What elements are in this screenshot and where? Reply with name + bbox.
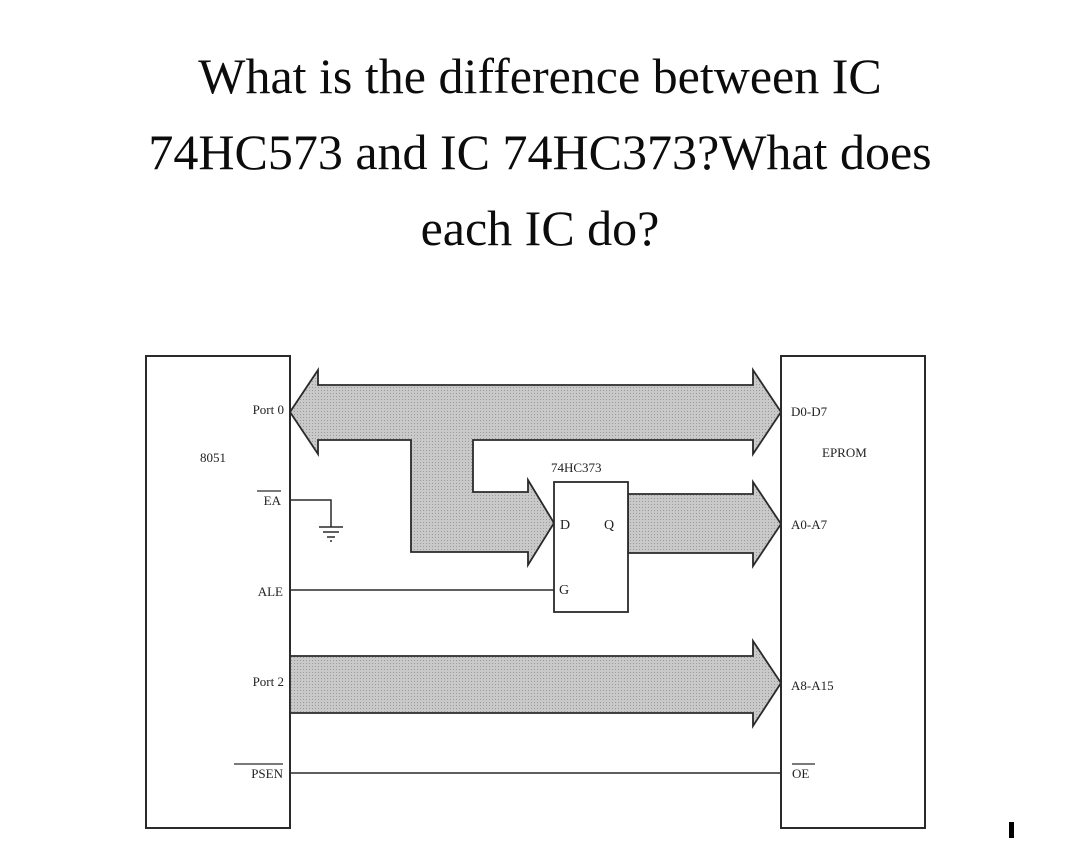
address-high-bus-arrow: [289, 638, 783, 730]
eprom-addr-high-label: A8-A15: [791, 678, 834, 693]
ground-icon: [319, 526, 343, 542]
eprom-oe-label: OE: [792, 766, 809, 781]
mcu-ale-label: ALE: [258, 584, 283, 599]
question-line-2: 74HC573 and IC 74HC373?What does: [148, 124, 932, 180]
text-cursor-icon: [1009, 822, 1014, 838]
ea-ground-wire: [290, 499, 332, 527]
question-line-3: each IC do?: [420, 200, 660, 256]
mcu-psen-label: PSEN: [251, 766, 283, 781]
latch-74hc373-block: [553, 481, 629, 613]
latch-g-label: G: [559, 583, 569, 598]
question-text: What is the difference between IC 74HC57…: [40, 38, 1040, 266]
latch-q-label: Q: [604, 518, 614, 533]
latch-name-label: 74HC373: [551, 460, 602, 475]
question-line-1: What is the difference between IC: [198, 48, 882, 104]
latch-d-label: D: [560, 518, 570, 533]
eprom-data-label: D0-D7: [791, 404, 828, 419]
mcu-name-label: 8051: [200, 450, 226, 465]
mcu-ea-label: EA: [264, 493, 282, 508]
eprom-addr-low-label: A0-A7: [791, 517, 828, 532]
eprom-block: [780, 355, 926, 829]
mcu-8051-block: [145, 355, 291, 829]
latch-output-bus-arrow: [627, 479, 783, 569]
eprom-name-label: EPROM: [822, 445, 867, 460]
data-bus-arrow: [288, 367, 783, 569]
mcu-port2-label: Port 2: [253, 674, 284, 689]
mcu-port0-label: Port 0: [253, 402, 284, 417]
